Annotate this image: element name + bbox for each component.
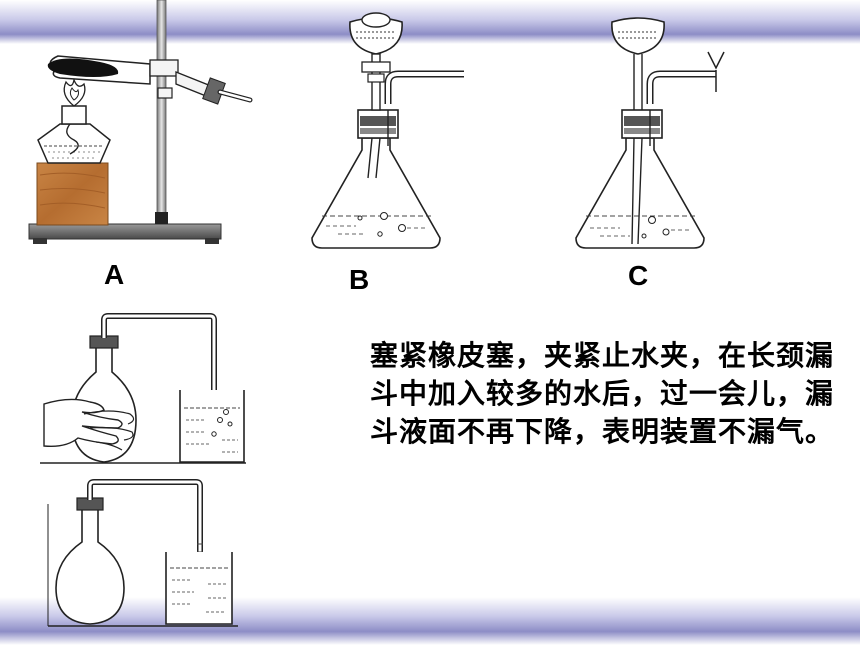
long-neck-funnel-c [611, 17, 665, 55]
delivery-tube-b [384, 70, 464, 104]
conical-flask-b [311, 137, 441, 249]
clamp-jaw [149, 59, 179, 77]
lamp-wick [66, 123, 79, 155]
round-flask-2 [55, 507, 125, 625]
label-c: C [628, 260, 649, 291]
label-b: B [349, 264, 370, 295]
stand-rod [156, 0, 167, 217]
wooden-block [36, 162, 109, 226]
delivery-tube-c [646, 70, 716, 104]
stand-foot-left [33, 238, 47, 244]
label-a: A [104, 259, 125, 290]
apparatus-b [311, 12, 464, 249]
bubble [217, 417, 223, 423]
stand-base [28, 223, 222, 240]
rod-foot [155, 212, 168, 224]
apparatus-hand-warming [40, 313, 246, 464]
funnel-stem-c [633, 54, 643, 110]
lamp-neck [61, 105, 87, 125]
stand-foot-right [205, 238, 219, 244]
caption-text: 塞紧橡皮塞，夹紧止水夹，在长颈漏斗中加入较多的水后，过一会儿，漏斗液面不再下降，… [370, 339, 835, 448]
beaker-1 [179, 390, 245, 463]
funnel-stopper-b [361, 12, 391, 28]
flame-inner [69, 87, 79, 101]
beaker-2 [165, 552, 233, 625]
stopcock-b [361, 61, 391, 73]
apparatus-c [575, 17, 725, 249]
alcohol-lamp [37, 123, 111, 164]
top-gradient-band [0, 0, 860, 44]
solid-reagent [47, 58, 119, 77]
wood-grain [39, 172, 106, 209]
tube-clamp-c [707, 51, 725, 92]
apparatus-cooling [47, 479, 238, 627]
clamp-holder [157, 87, 173, 99]
apparatus-a [28, 0, 253, 244]
bottom-gradient-band [0, 597, 860, 645]
flame [63, 77, 86, 107]
